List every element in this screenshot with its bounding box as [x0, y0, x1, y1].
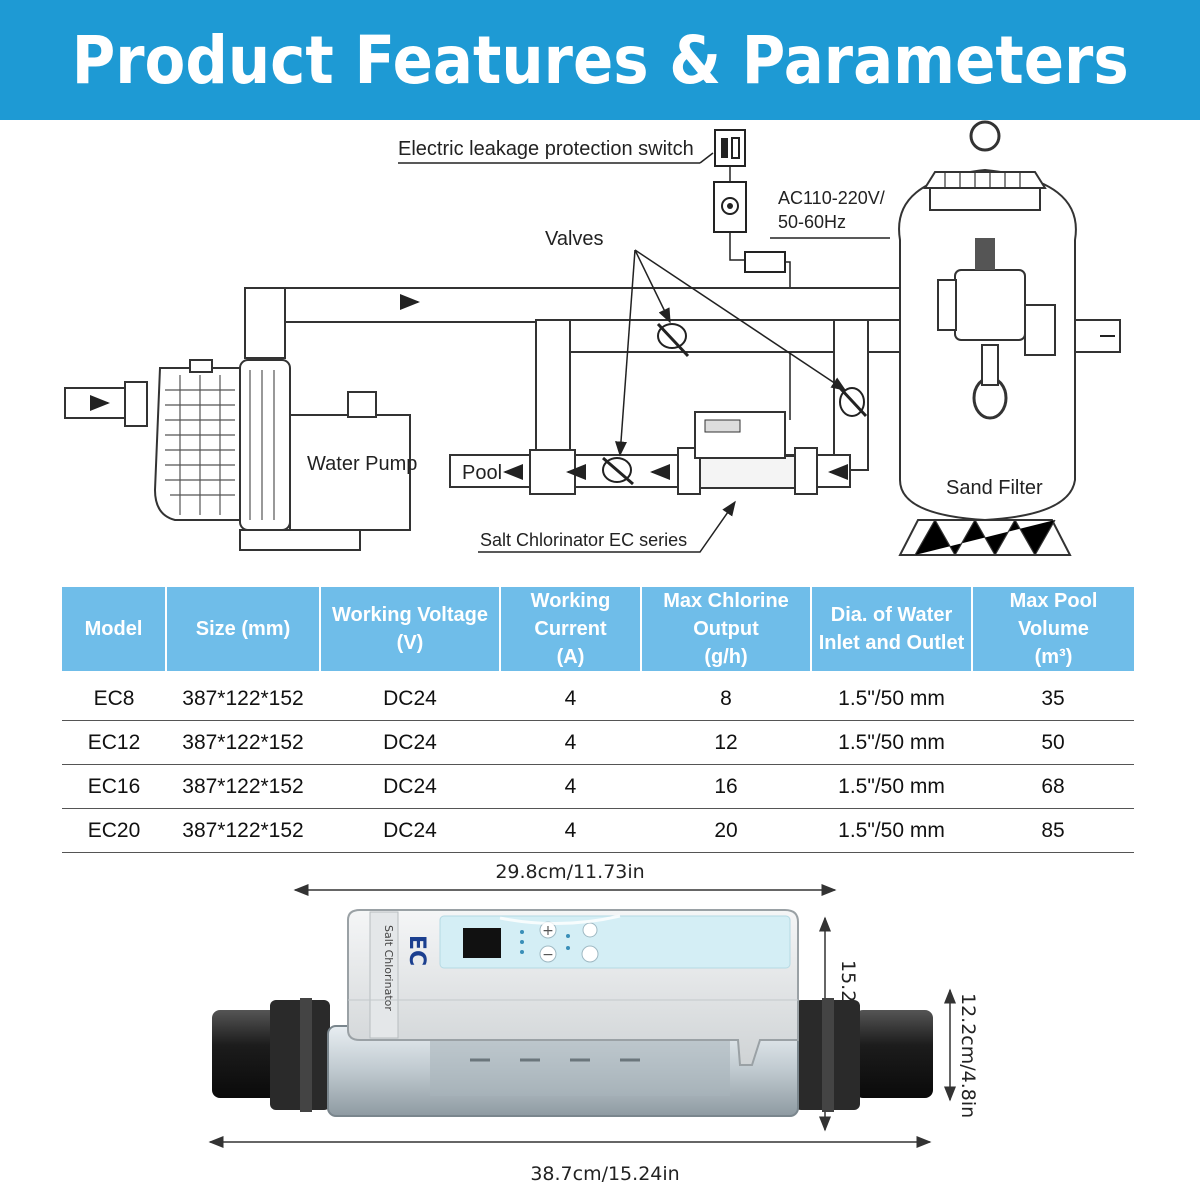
cell-voltage: DC24	[320, 808, 500, 853]
header-voltage: Working Voltage(V)	[320, 587, 501, 671]
power-label-line2: 50-60Hz	[778, 212, 846, 232]
body-width-label: 29.8cm/11.73in	[495, 861, 644, 883]
title-banner: Product Features & Parameters	[0, 0, 1200, 120]
cell-size: 387*122*152	[166, 677, 320, 721]
cell-pipe-diameter: 1.5"/50 mm	[811, 677, 972, 721]
total-length-label: 38.7cm/15.24in	[530, 1163, 679, 1185]
cell-chlorine-output: 20	[641, 808, 811, 853]
cell-size: 387*122*152	[166, 808, 320, 853]
cell-chlorine-output: 12	[641, 720, 811, 765]
cell-pool-volume: 68	[972, 764, 1134, 809]
header-current: Working Current(A)	[500, 587, 642, 671]
power-label-line1: AC110-220V/	[778, 188, 885, 208]
sand-filter-icon	[898, 120, 1077, 557]
power-socket-icon	[713, 181, 747, 261]
table-row: EC20 387*122*152 DC24 4 20 1.5"/50 mm 85	[62, 808, 1134, 853]
cell-pipe-diameter: 1.5"/50 mm	[811, 720, 972, 765]
cell-current: 4	[500, 677, 641, 721]
svg-text:−: −	[542, 947, 554, 963]
cell-model: EC16	[62, 764, 166, 809]
table-row: EC12 387*122*152 DC24 4 12 1.5"/50 mm 50	[62, 720, 1134, 765]
installation-diagram: Electric leakage protection switch AC110…	[64, 120, 1121, 557]
water-pump-icon	[64, 359, 411, 551]
svg-text:Electric leakage protection sw: Electric leakage protection switch	[398, 138, 694, 160]
right-pipe-connector	[795, 998, 933, 1112]
pipe-height-label: 12.2cm/4.8in	[957, 993, 979, 1118]
valve-icon	[656, 322, 690, 358]
cell-current: 4	[500, 720, 641, 765]
power-adapter-icon	[744, 251, 791, 420]
sand-filter-label: Sand Filter	[946, 477, 1043, 499]
chlorinator-diagram-unit	[677, 411, 818, 495]
cell-voltage: DC24	[320, 677, 500, 721]
water-pump-label: Water Pump	[307, 453, 417, 475]
cell-pool-volume: 85	[972, 808, 1134, 853]
valves-label: Valves	[545, 228, 604, 250]
leakage-switch-label: Electric leakage protection switch	[398, 138, 714, 164]
header-model: Model	[62, 587, 167, 671]
valve-icon	[838, 386, 868, 418]
pool-label: Pool	[462, 462, 502, 484]
cell-size: 387*122*152	[166, 764, 320, 809]
chlorinator-label: Salt Chlorinator EC series	[480, 530, 687, 550]
table-header-row: Model Size (mm) Working Voltage(V) Worki…	[62, 587, 1134, 671]
ec-brand-logo: EC	[404, 935, 429, 966]
cell-pool-volume: 35	[972, 677, 1134, 721]
cell-voltage: DC24	[320, 764, 500, 809]
header-pool-volume: Max Pool Volume(m³)	[972, 587, 1134, 671]
cell-current: 4	[500, 808, 641, 853]
page-title: Product Features & Parameters	[71, 21, 1129, 99]
header-size: Size (mm)	[166, 587, 321, 671]
product-dimension-figure: 29.8cm/11.73in 38.7cm/15.24in 15.2cm/5.9…	[208, 861, 979, 1185]
svg-text:+: +	[542, 923, 554, 939]
cell-current: 4	[500, 764, 641, 809]
leakage-switch-icon	[714, 129, 746, 182]
header-chlorine-output: Max Chlorine Output(g/h)	[641, 587, 812, 671]
cell-chlorine-output: 16	[641, 764, 811, 809]
power-button-icon[interactable]	[581, 945, 599, 963]
cell-model: EC8	[62, 677, 166, 721]
cell-voltage: DC24	[320, 720, 500, 765]
spec-table: Model Size (mm) Working Voltage(V) Worki…	[62, 587, 1134, 853]
digital-display	[463, 928, 501, 958]
table-row: EC8 387*122*152 DC24 4 8 1.5"/50 mm 35	[62, 677, 1134, 721]
minus-button-icon[interactable]	[539, 945, 557, 963]
transparent-electrolytic-cell	[327, 1025, 799, 1117]
cell-model: EC12	[62, 720, 166, 765]
cell-pool-volume: 50	[972, 720, 1134, 765]
cell-pipe-diameter: 1.5"/50 mm	[811, 808, 972, 853]
mode-button-icon[interactable]	[582, 922, 598, 938]
control-housing: Salt Chlorinator EC + −	[347, 909, 799, 1066]
cell-model: EC20	[62, 808, 166, 853]
cell-chlorine-output: 8	[641, 677, 811, 721]
cell-size: 387*122*152	[166, 720, 320, 765]
housing-label-text: Salt Chlorinator	[382, 925, 395, 1011]
table-row: EC16 387*122*152 DC24 4 16 1.5"/50 mm 68	[62, 764, 1134, 809]
cell-pipe-diameter: 1.5"/50 mm	[811, 764, 972, 809]
left-pipe-connector	[212, 998, 330, 1112]
